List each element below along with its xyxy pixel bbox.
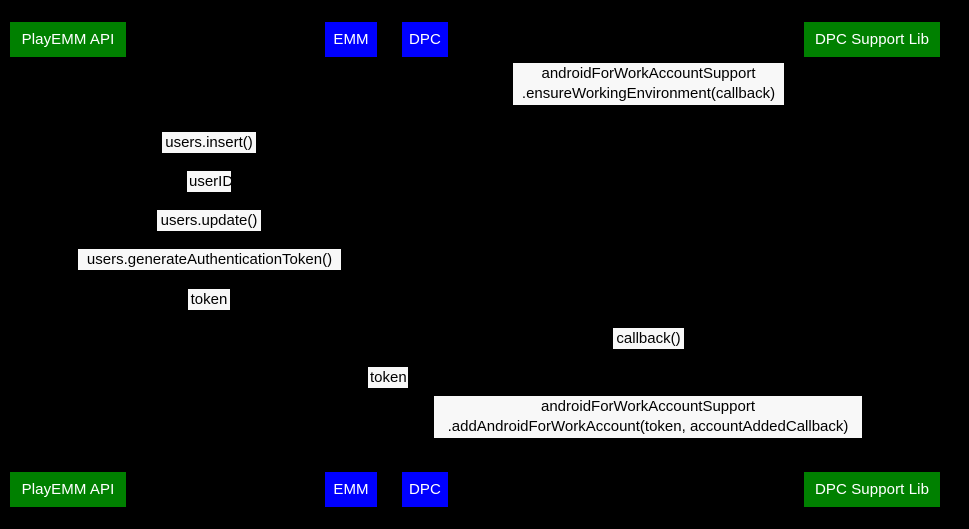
lifeline-dpc bbox=[425, 57, 426, 472]
arrow-token-to-dpc bbox=[351, 389, 425, 390]
message-label-line: .ensureWorkingEnvironment(callback) bbox=[521, 85, 776, 102]
participant-playemm-api-top[interactable]: PlayEMM API bbox=[10, 22, 126, 57]
message-label-line: androidForWorkAccountSupport bbox=[541, 65, 756, 82]
message-label-line: androidForWorkAccountSupport bbox=[541, 398, 755, 415]
participant-dpc-support-lib-top[interactable]: DPC Support Lib bbox=[804, 22, 940, 57]
arrow-ensure-working-environment bbox=[425, 106, 872, 107]
participant-dpc-support-lib-bottom[interactable]: DPC Support Lib bbox=[804, 472, 940, 507]
arrow-users-update bbox=[68, 232, 351, 233]
participant-label: DPC bbox=[409, 481, 441, 498]
arrow-users-insert bbox=[68, 154, 351, 155]
message-label-user-id: userID bbox=[187, 171, 234, 192]
participant-label: DPC Support Lib bbox=[814, 31, 930, 48]
message-label-token-to-dpc: token bbox=[368, 367, 408, 388]
message-label-line: userID bbox=[189, 173, 234, 190]
arrow-callback bbox=[425, 350, 872, 351]
lifeline-emm bbox=[351, 57, 352, 472]
message-label-line: users.generateAuthenticationToken() bbox=[86, 251, 333, 268]
arrow-token-to-emm bbox=[68, 311, 351, 312]
participant-dpc-bottom[interactable]: DPC bbox=[402, 472, 448, 507]
message-label-line: token bbox=[370, 369, 407, 386]
message-label-token-to-emm: token bbox=[188, 289, 230, 310]
message-label-line: token bbox=[190, 291, 228, 308]
participant-label: PlayEMM API bbox=[21, 481, 115, 498]
participant-playemm-api-bottom[interactable]: PlayEMM API bbox=[10, 472, 126, 507]
message-label-add-android-for-work-account: androidForWorkAccountSupport .addAndroidF… bbox=[434, 396, 862, 438]
message-label-callback: callback() bbox=[613, 328, 684, 349]
participant-label: DPC bbox=[409, 31, 441, 48]
message-label-line: .addAndroidForWorkAccount(token, account… bbox=[447, 418, 849, 435]
arrow-user-id bbox=[68, 193, 351, 194]
lifeline-playemm-api bbox=[68, 57, 69, 472]
arrow-generate-authentication-token bbox=[68, 271, 351, 272]
participant-label: EMM bbox=[333, 31, 369, 48]
message-label-ensure-working-environment: androidForWorkAccountSupport .ensureWorki… bbox=[513, 63, 784, 105]
participant-dpc-top[interactable]: DPC bbox=[402, 22, 448, 57]
lifeline-dpc-support-lib bbox=[872, 57, 873, 472]
participant-label: DPC Support Lib bbox=[814, 481, 930, 498]
message-label-line: users.insert() bbox=[165, 134, 253, 151]
participant-emm-top[interactable]: EMM bbox=[325, 22, 377, 57]
message-label-users-insert: users.insert() bbox=[162, 132, 256, 153]
message-label-generate-authentication-token: users.generateAuthenticationToken() bbox=[78, 249, 341, 270]
arrow-add-android-for-work-account bbox=[425, 439, 872, 440]
participant-label: EMM bbox=[333, 481, 369, 498]
message-label-line: callback() bbox=[616, 330, 681, 347]
participant-label: PlayEMM API bbox=[21, 31, 115, 48]
message-label-users-update: users.update() bbox=[157, 210, 261, 231]
participant-emm-bottom[interactable]: EMM bbox=[325, 472, 377, 507]
message-label-line: users.update() bbox=[160, 212, 258, 229]
